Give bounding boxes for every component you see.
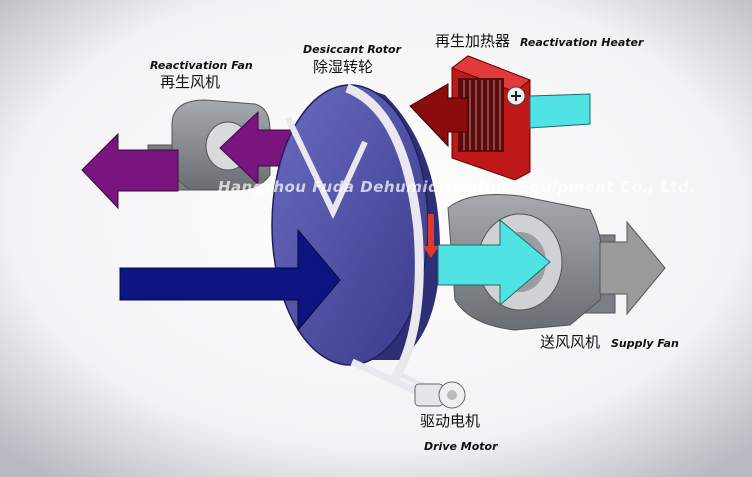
reactivation-heater-icon	[450, 55, 531, 181]
reactivation-exhaust-arrow-outer	[81, 132, 179, 210]
drive-motor-icon	[414, 381, 466, 409]
drive-motor-label-en: Drive Motor	[424, 440, 498, 453]
reactivation-air-inlet	[529, 93, 591, 129]
supply-air-out-arrow	[599, 220, 666, 316]
desiccant-rotor-label-cn: 除湿转轮	[313, 58, 374, 76]
process-air-in-arrow	[119, 228, 341, 332]
reactivation-heated-air-arrow	[409, 83, 469, 148]
reactivation-fan-label-en: Reactivation Fan	[150, 59, 253, 72]
desiccant-rotor-label-en: Desiccant Rotor	[303, 43, 402, 56]
supply-fan-label-cn: 送风风机	[540, 333, 601, 351]
process-air-out-arrow	[437, 218, 551, 307]
reactivation-heater-label-cn: 再生加热器	[435, 32, 511, 50]
supply-fan-label-en: Supply Fan	[611, 337, 679, 350]
rotation-direction-arrow-icon	[423, 214, 439, 258]
drive-motor-label-cn: 驱动电机	[420, 412, 481, 430]
company-watermark: Hangzhou Fuda Dehumidification Equipment…	[218, 178, 696, 196]
reactivation-heater-label-en: Reactivation Heater	[520, 36, 644, 49]
reactivation-fan-label-cn: 再生风机	[160, 73, 221, 91]
